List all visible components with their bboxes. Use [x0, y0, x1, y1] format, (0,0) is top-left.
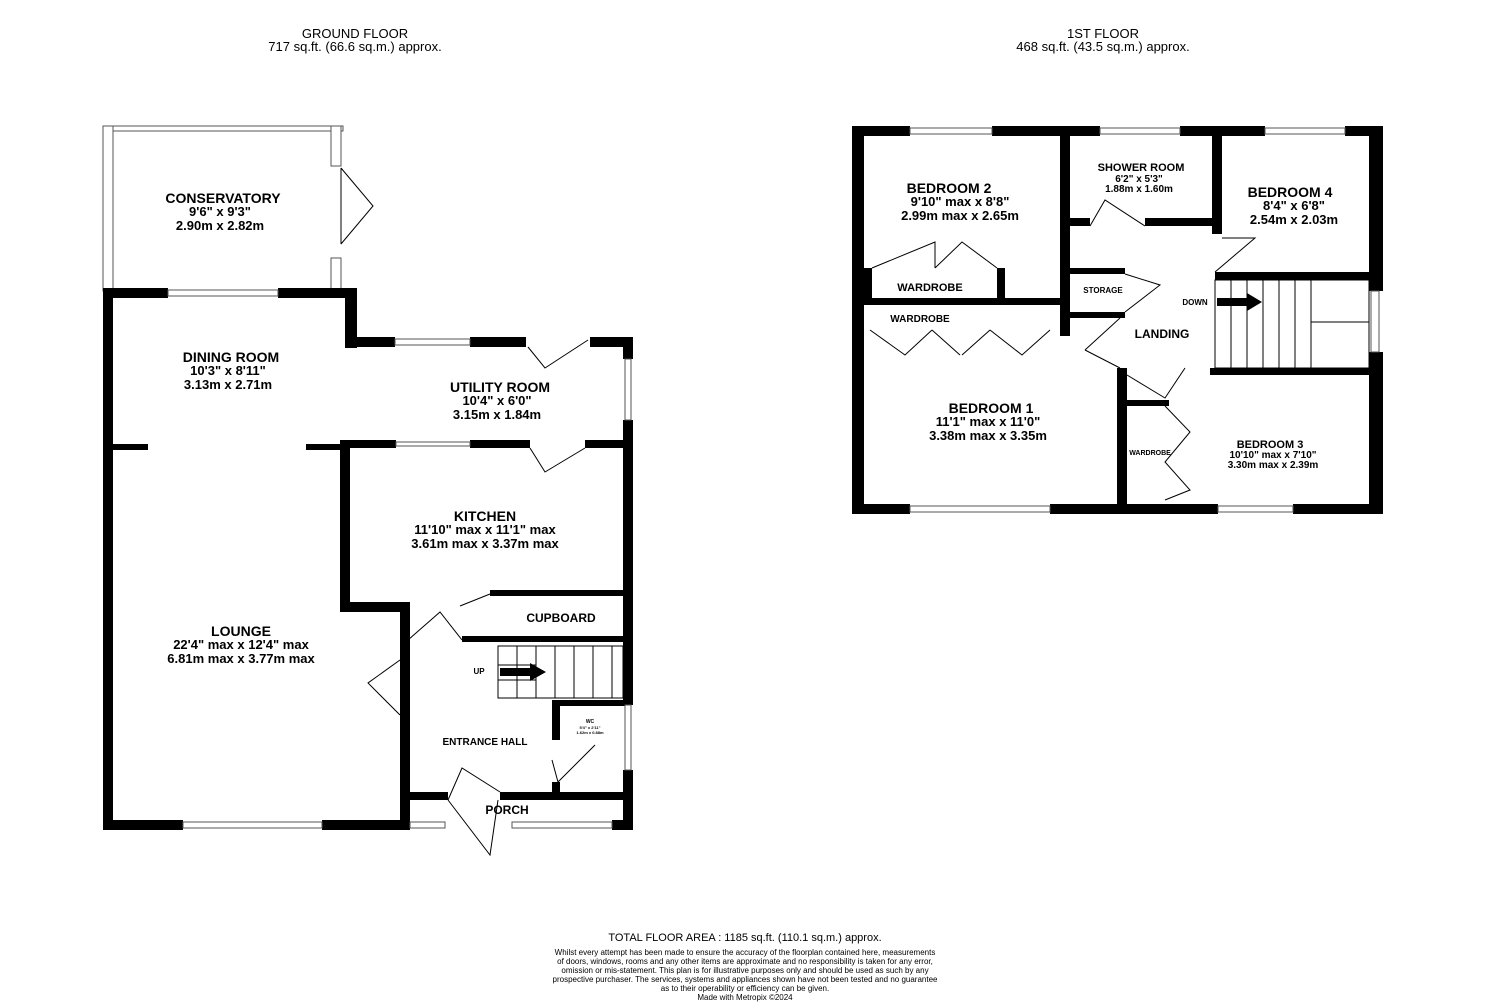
conservatory-imperial: 9'6" x 9'3" [189, 204, 251, 219]
made-with-credit: Made with Metropix ©2024 [697, 993, 793, 1002]
entrance-hall-label: ENTRANCE HALL [443, 737, 528, 748]
bedroom4-metric: 2.54m x 2.03m [1250, 212, 1338, 227]
room-lounge: LOUNGE 22'4" max x 12'4" max 6.81m max x… [167, 623, 315, 666]
wc-imperial: 5'4" x 2'11" [579, 725, 600, 730]
lounge-imperial: 22'4" max x 12'4" max [173, 637, 309, 652]
utility-imperial: 10'4" x 6'0" [462, 393, 531, 408]
bedroom1-wardrobe-label: WARDROBE [890, 314, 950, 325]
first-floor-doors [869, 199, 1257, 501]
ground-floor-area: 717 sq.ft. (66.6 sq.m.) approx. [268, 39, 442, 54]
shower-name: SHOWER ROOM [1098, 162, 1185, 174]
first-floor-title: 1ST FLOOR [1066, 26, 1139, 41]
shower-imperial: 6'2" x 5'3" [1115, 174, 1163, 185]
disclaimer-line: as to their operability or efficiency ca… [660, 984, 830, 993]
bedroom4-name: BEDROOM 4 [1248, 184, 1333, 200]
first-floor-stairs [1214, 279, 1370, 369]
bedroom3-name: BEDROOM 3 [1237, 439, 1304, 451]
room-utility: UTILITY ROOM 10'4" x 6'0" 3.15m x 1.84m [450, 379, 550, 422]
disclaimer: Whilst every attempt has been made to en… [445, 948, 1045, 1002]
first-floor-area: 468 sq.ft. (43.5 sq.m.) approx. [1016, 39, 1190, 54]
room-kitchen: KITCHEN 11'10" max x 11'1" max 3.61m max… [411, 508, 559, 551]
utility-name: UTILITY ROOM [450, 379, 550, 395]
room-bedroom3: BEDROOM 3 10'10" max x 7'10" 3.30m max x… [1228, 439, 1319, 471]
cupboard-label: CUPBOARD [526, 611, 596, 625]
bedroom4-imperial: 8'4" x 6'8" [1263, 198, 1325, 213]
first-floor-walls [852, 126, 1383, 514]
room-wc: WC 5'4" x 2'11" 1.62m x 0.88m [576, 719, 604, 735]
disclaimer-line: prospective purchaser. The services, sys… [552, 975, 938, 984]
conservatory-name: CONSERVATORY [165, 190, 281, 206]
shower-metric: 1.88m x 1.60m [1105, 184, 1173, 195]
kitchen-name: KITCHEN [454, 508, 516, 524]
dining-imperial: 10'3" x 8'11" [190, 363, 266, 378]
room-shower: SHOWER ROOM 6'2" x 5'3" 1.88m x 1.60m [1098, 162, 1185, 195]
room-bedroom2: BEDROOM 2 9'10" max x 8'8" 2.99m max x 2… [901, 180, 1019, 223]
wc-metric: 1.62m x 0.88m [576, 730, 604, 735]
disclaimer-line: Whilst every attempt has been made to en… [554, 948, 936, 957]
bedroom2-wardrobe-label: WARDROBE [897, 282, 962, 294]
storage-label: STORAGE [1083, 286, 1123, 295]
ground-floor-windows [167, 289, 632, 829]
room-bedroom4: BEDROOM 4 8'4" x 6'8" 2.54m x 2.03m [1248, 184, 1338, 227]
first-floor-header: 1ST FLOOR 468 sq.ft. (43.5 sq.m.) approx… [978, 27, 1228, 53]
stairs-down-label: DOWN [1182, 298, 1208, 307]
kitchen-imperial: 11'10" max x 11'1" max [414, 522, 556, 537]
ground-floor-walls [103, 288, 633, 830]
landing-label: LANDING [1135, 327, 1190, 341]
total-floor-area: TOTAL FLOOR AREA : 1185 sq.ft. (110.1 sq… [608, 932, 882, 944]
stairs-down-arrow-icon [1217, 293, 1262, 311]
lounge-metric: 6.81m max x 3.77m max [167, 651, 315, 666]
wc-name: WC [586, 719, 595, 725]
conservatory-door [340, 167, 374, 245]
disclaimer-line: of doors, windows, rooms and any other i… [557, 957, 933, 966]
lounge-name: LOUNGE [211, 623, 271, 639]
bedroom2-name: BEDROOM 2 [907, 180, 992, 196]
ground-floor-stairs [497, 645, 624, 699]
stairs-up-arrow-icon [500, 663, 546, 681]
ground-floor-title: GROUND FLOOR [301, 26, 409, 41]
bedroom1-name: BEDROOM 1 [949, 400, 1034, 416]
room-bedroom1: BEDROOM 1 11'1" max x 11'0" 3.38m max x … [929, 400, 1047, 443]
dining-metric: 3.13m x 2.71m [184, 377, 272, 392]
ground-floor-header: GROUND FLOOR 717 sq.ft. (66.6 sq.m.) app… [230, 27, 480, 53]
conservatory-metric: 2.90m x 2.82m [176, 218, 264, 233]
first-floor-windows [909, 127, 1380, 513]
ground-floor-doors [367, 339, 596, 857]
kitchen-metric: 3.61m max x 3.37m max [411, 536, 559, 551]
ground-floor-plan: CONSERVATORY 9'6" x 9'3" 2.90m x 2.82m D… [102, 125, 633, 857]
porch-label: PORCH [485, 803, 528, 817]
bedroom3-wardrobe-label: WARDROBE [1129, 450, 1171, 457]
bedroom2-metric: 2.99m max x 2.65m [901, 208, 1019, 223]
room-dining: DINING ROOM 10'3" x 8'11" 3.13m x 2.71m [183, 349, 279, 392]
bedroom1-metric: 3.38m max x 3.35m [929, 428, 1047, 443]
disclaimer-line: omission or mis-statement. This plan is … [561, 966, 929, 975]
first-floor-plan: BEDROOM 2 9'10" max x 8'8" 2.99m max x 2… [852, 126, 1383, 514]
bedroom2-imperial: 9'10" max x 8'8" [911, 194, 1010, 209]
room-conservatory: CONSERVATORY 9'6" x 9'3" 2.90m x 2.82m [165, 190, 281, 233]
stairs-up-label: UP [473, 667, 485, 676]
footer: TOTAL FLOOR AREA : 1185 sq.ft. (110.1 sq… [445, 932, 1045, 1002]
dining-name: DINING ROOM [183, 349, 279, 365]
bedroom3-metric: 3.30m max x 2.39m [1228, 460, 1319, 471]
bedroom3-imperial: 10'10" max x 7'10" [1229, 450, 1316, 461]
bedroom1-imperial: 11'1" max x 11'0" [936, 414, 1041, 429]
utility-metric: 3.15m x 1.84m [453, 407, 541, 422]
